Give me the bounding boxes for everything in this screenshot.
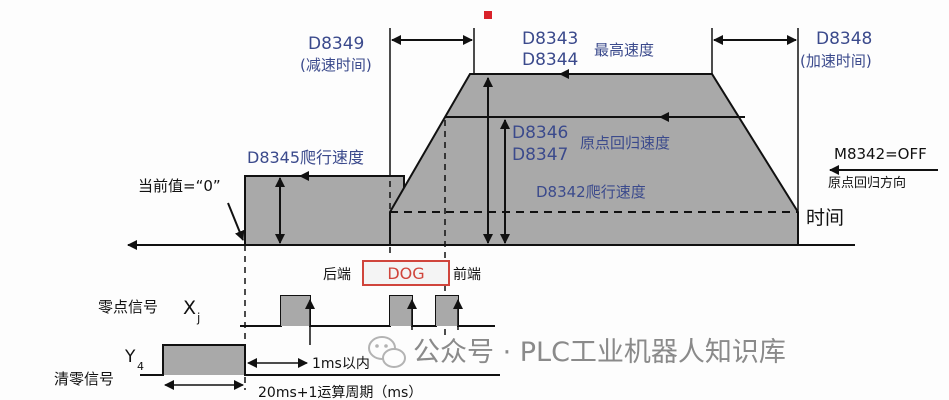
current-value-label: 当前值=“0” (138, 177, 221, 195)
accel-label: (加速时间) (800, 52, 872, 70)
watermark-text: 公众号 · PLC工业机器人知识库 (413, 337, 786, 368)
clear-signal-waveform (140, 344, 500, 376)
clear-signal-symbol: Y (124, 347, 136, 367)
zero-signal-symbol: X (183, 297, 196, 319)
creep-speed-block (244, 175, 405, 246)
max-speed-reg-2: D8344 (522, 50, 578, 70)
red-marker (484, 11, 492, 19)
dog-front-label: 前端 (453, 266, 481, 283)
return-speed-reg-1: D8346 (512, 123, 568, 143)
max-speed-label: 最高速度 (594, 41, 654, 59)
return-speed-label: 原点回归速度 (580, 134, 670, 152)
zero-pulse-2 (390, 296, 412, 326)
decel-label: (减速时间) (300, 56, 372, 74)
return-speed-reg-2: D8347 (512, 145, 568, 165)
crawl-speed-label: D8342爬行速度 (536, 183, 646, 201)
creep-speed-label: D8345爬行速度 (247, 148, 364, 167)
dog-box (362, 260, 450, 286)
dog-rear-label: 后端 (323, 267, 351, 283)
direction-label: 原点回归方向 (828, 175, 906, 191)
trapezoid-speed-profile (389, 73, 799, 246)
current-value-arrow (227, 202, 245, 241)
time-axis-label: 时间 (806, 207, 844, 229)
direction-flag: M8342=OFF (834, 145, 927, 163)
clear-signal-pulse (163, 345, 245, 375)
zero-signal-subscript: j (196, 311, 200, 325)
decel-reg: D8349 (308, 34, 364, 54)
accel-reg: D8348 (816, 29, 872, 49)
zero-pulse-1 (281, 296, 310, 326)
dog-box-label: DOG (387, 264, 424, 283)
within-1ms-label: 1ms以内 (312, 356, 370, 372)
wechat-icon (368, 336, 406, 368)
period-label: 20ms+1运算周期（ms） (258, 385, 422, 400)
clear-signal-label: 清零信号 (54, 370, 114, 388)
zero-pulse-3 (436, 296, 458, 326)
max-speed-reg-1: D8343 (522, 29, 578, 49)
zero-signal-label: 零点信号 (98, 298, 158, 316)
clear-signal-subscript: 4 (137, 360, 144, 373)
